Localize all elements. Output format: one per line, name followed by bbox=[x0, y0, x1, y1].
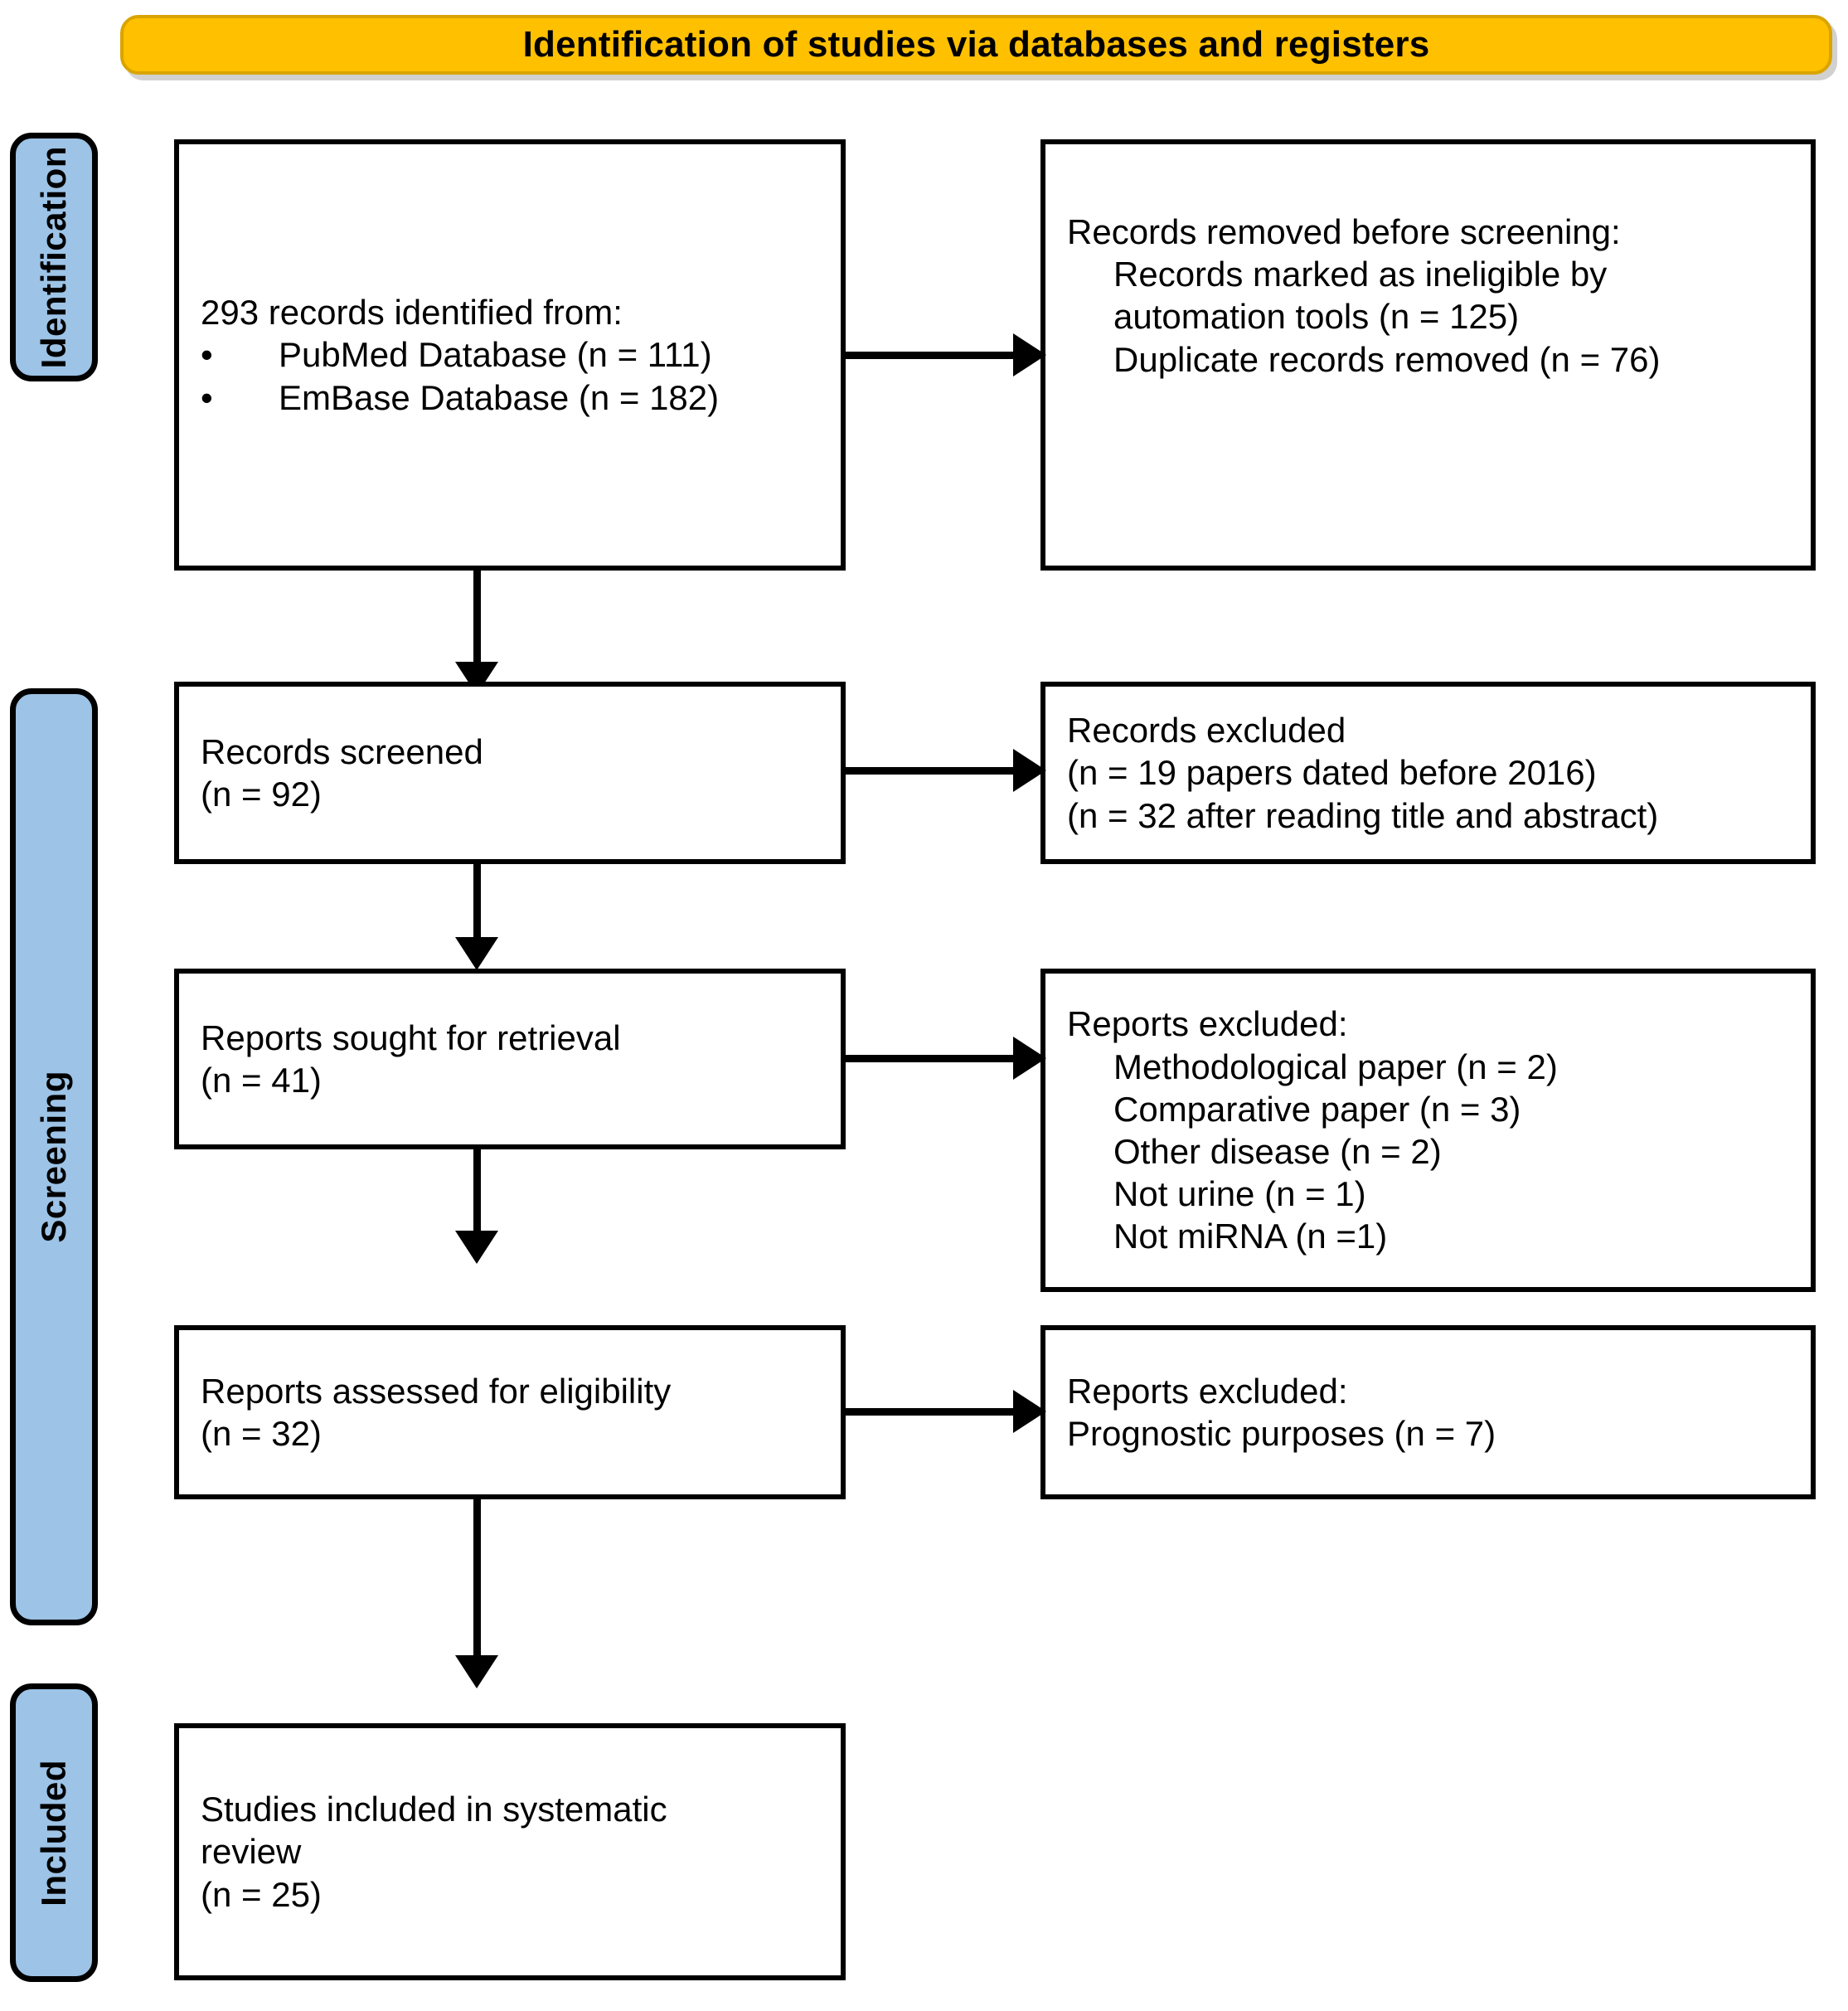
records-excluded-line-1: Records excluded bbox=[1067, 711, 1346, 750]
arrow-assessed-to-excluded bbox=[1013, 1390, 1046, 1433]
records-screened-line-2: (n = 92) bbox=[201, 775, 322, 814]
reports-excluded-eligibility-item-1: Prognostic purposes (n = 7) bbox=[1067, 1414, 1496, 1453]
bullet-icon: • bbox=[201, 335, 213, 375]
stage-label-identification-text: Identification bbox=[34, 145, 73, 369]
reports-assessed-line-2: (n = 32) bbox=[201, 1414, 322, 1453]
connector-assessed-to-included bbox=[473, 1499, 481, 1664]
box-reports-excluded-retrieval: Reports excluded: Methodological paper (… bbox=[1040, 969, 1816, 1292]
box-reports-sought-for-retrieval: Reports sought for retrieval (n = 41) bbox=[174, 969, 846, 1149]
box-records-removed-before-screening: Records removed before screening: Record… bbox=[1040, 139, 1816, 571]
stage-label-included: Included bbox=[10, 1683, 98, 1982]
reports-assessed-line-1: Reports assessed for eligibility bbox=[201, 1371, 672, 1411]
box-records-excluded: Records excluded (n = 19 papers dated be… bbox=[1040, 682, 1816, 864]
records-identified-heading: 293 records identified from: bbox=[201, 293, 623, 333]
records-identified-bullet-embase-text: EmBase Database (n = 182) bbox=[279, 377, 720, 417]
reports-excluded-retrieval-item-3: Other disease (n = 2) bbox=[1113, 1132, 1442, 1171]
stage-label-screening-text: Screening bbox=[34, 1071, 73, 1243]
records-removed-line-3: Duplicate records removed (n = 76) bbox=[1113, 339, 1661, 379]
records-screened-line-1: Records screened bbox=[201, 731, 483, 771]
reports-excluded-eligibility-heading: Reports excluded: bbox=[1067, 1371, 1348, 1411]
reports-sought-line-1: Reports sought for retrieval bbox=[201, 1018, 621, 1057]
studies-included-line-3: (n = 25) bbox=[201, 1874, 322, 1914]
reports-excluded-retrieval-item-5: Not miRNA (n =1) bbox=[1113, 1217, 1388, 1256]
bullet-icon: • bbox=[201, 377, 213, 417]
reports-excluded-retrieval-item-1: Methodological paper (n = 2) bbox=[1113, 1047, 1558, 1086]
records-excluded-line-3: (n = 32 after reading title and abstract… bbox=[1067, 795, 1659, 835]
arrow-screened-to-excluded bbox=[1013, 749, 1046, 792]
stage-label-screening: Screening bbox=[10, 688, 98, 1625]
arrow-sought-to-excluded bbox=[1013, 1037, 1046, 1080]
connector-sought-to-assessed bbox=[473, 1149, 481, 1239]
records-excluded-line-2: (n = 19 papers dated before 2016) bbox=[1067, 753, 1597, 793]
arrow-sought-to-assessed bbox=[455, 1231, 498, 1264]
reports-sought-line-2: (n = 41) bbox=[201, 1061, 322, 1100]
reports-excluded-retrieval-item-2: Comparative paper (n = 3) bbox=[1113, 1089, 1521, 1129]
connector-sought-to-excluded bbox=[846, 1055, 1021, 1062]
connector-screened-to-sought bbox=[473, 864, 481, 945]
box-reports-excluded-eligibility: Reports excluded: Prognostic purposes (n… bbox=[1040, 1325, 1816, 1499]
records-identified-bullet-embase: • EmBase Database (n = 182) bbox=[201, 376, 819, 419]
arrow-screened-to-sought bbox=[455, 937, 498, 970]
box-records-identified: 293 records identified from: • PubMed Da… bbox=[174, 139, 846, 571]
reports-excluded-retrieval-item-4: Not urine (n = 1) bbox=[1113, 1174, 1366, 1214]
connector-screened-to-excluded bbox=[846, 767, 1021, 775]
connector-assessed-to-excluded bbox=[846, 1408, 1021, 1416]
diagram-banner: Identification of studies via databases … bbox=[120, 15, 1832, 75]
arrow-assessed-to-included bbox=[455, 1655, 498, 1688]
banner-title: Identification of studies via databases … bbox=[522, 24, 1430, 65]
reports-excluded-retrieval-heading: Reports excluded: bbox=[1067, 1004, 1348, 1044]
stage-label-identification: Identification bbox=[10, 133, 98, 381]
connector-identified-to-screened bbox=[473, 571, 481, 670]
stage-label-included-text: Included bbox=[34, 1759, 73, 1907]
records-identified-bullet-pubmed: • PubMed Database (n = 111) bbox=[201, 333, 819, 376]
connector-identified-to-removed bbox=[846, 352, 1021, 359]
arrow-identified-to-removed bbox=[1013, 333, 1046, 376]
records-identified-bullet-pubmed-text: PubMed Database (n = 111) bbox=[279, 335, 712, 375]
records-removed-heading: Records removed before screening: bbox=[1067, 212, 1621, 251]
box-reports-assessed-for-eligibility: Reports assessed for eligibility (n = 32… bbox=[174, 1325, 846, 1499]
studies-included-line-1: Studies included in systematic bbox=[201, 1790, 667, 1829]
studies-included-line-2: review bbox=[201, 1832, 302, 1872]
box-studies-included: Studies included in systematic review (n… bbox=[174, 1723, 846, 1980]
records-removed-line-1: Records marked as ineligible by bbox=[1113, 255, 1608, 294]
box-records-screened: Records screened (n = 92) bbox=[174, 682, 846, 864]
records-removed-line-2: automation tools (n = 125) bbox=[1113, 297, 1520, 337]
